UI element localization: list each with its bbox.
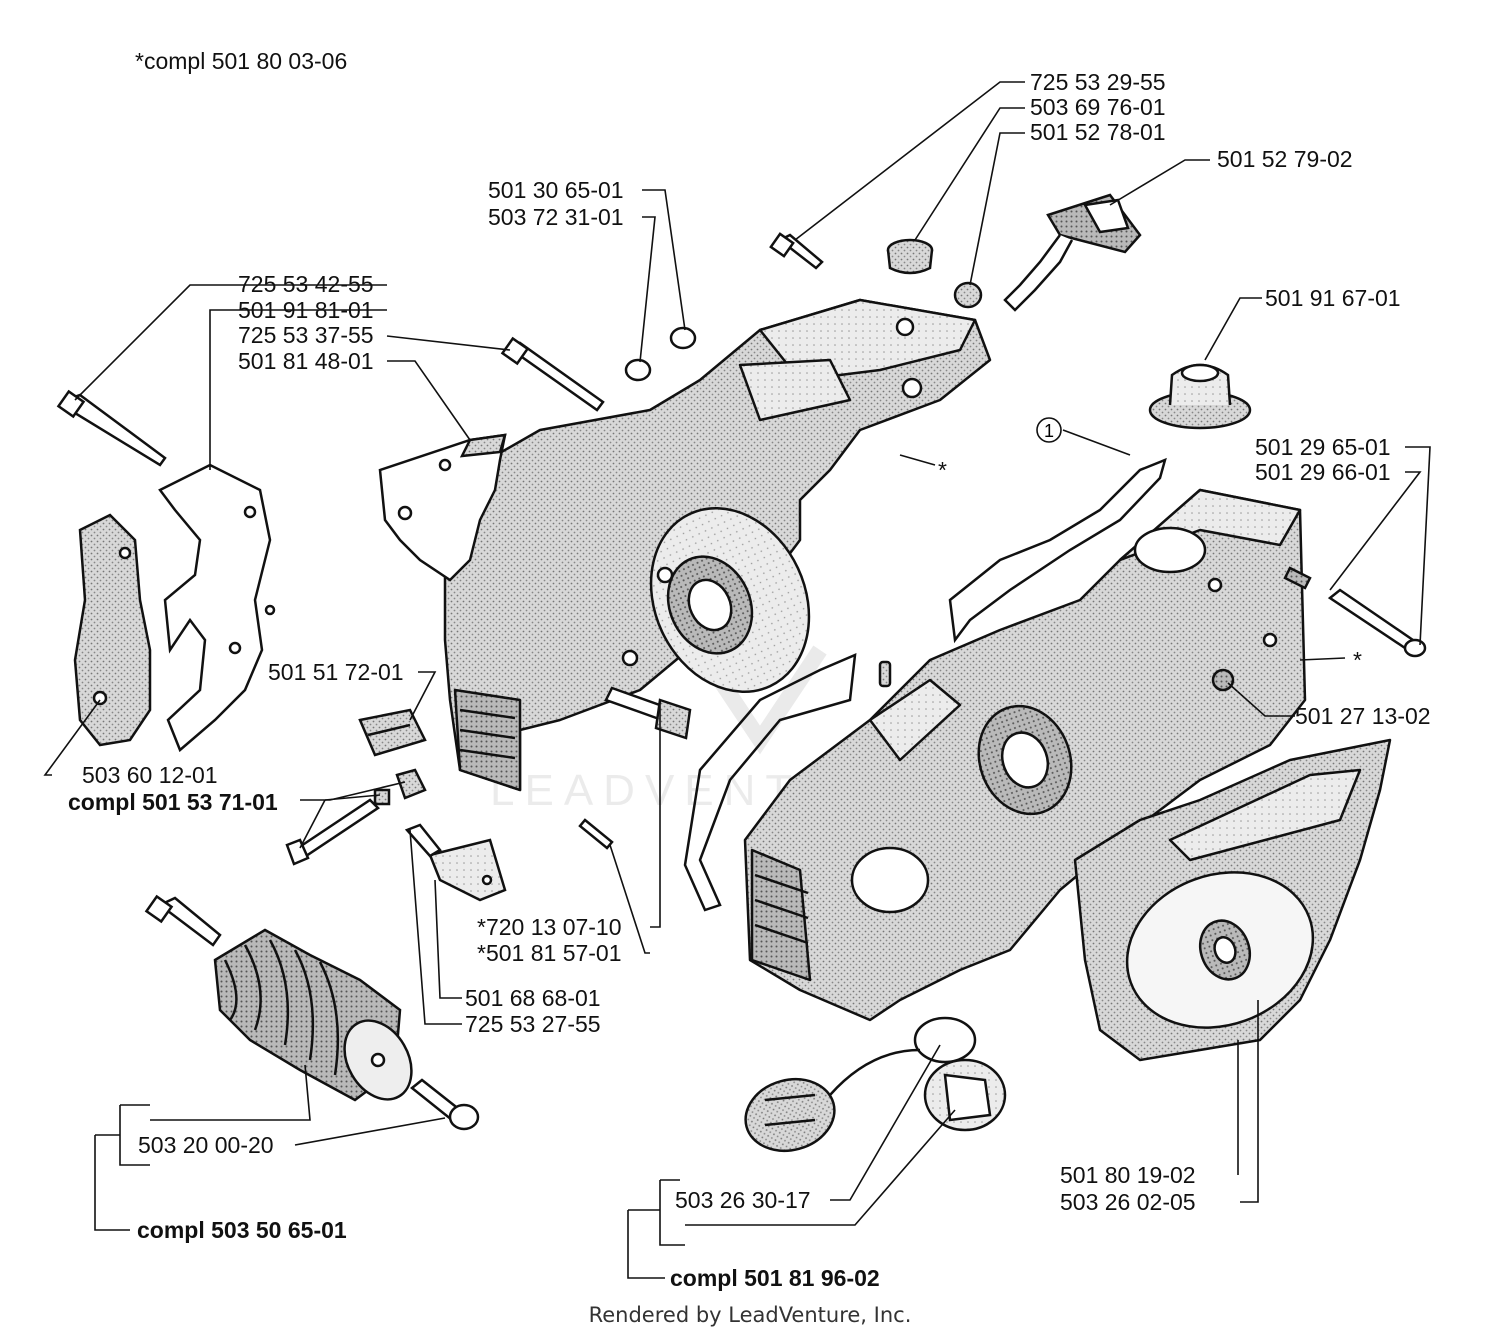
part-label-725-53-37-55: 725 53 37-55 bbox=[238, 322, 374, 348]
part-label-501-30-65-01: 501 30 65-01 bbox=[488, 177, 624, 203]
right-crankcase-housing bbox=[743, 488, 1307, 1022]
part-label-725-53-29-55: 725 53 29-55 bbox=[1030, 69, 1166, 95]
part-label-501-29-66-01: 501 29 66-01 bbox=[1255, 459, 1391, 485]
part-label-501-52-79-02: 501 52 79-02 bbox=[1217, 146, 1353, 172]
screw-725-53-42-55 bbox=[56, 389, 167, 467]
rubber-buffer-503-69-76-01 bbox=[886, 238, 934, 275]
part-label-503-69-76-01: 503 69 76-01 bbox=[1030, 94, 1166, 120]
chain-catcher-plate bbox=[158, 463, 276, 753]
part-label-compl-501-81-96-02: compl 501 81 96-02 bbox=[670, 1265, 880, 1291]
bar-plate-block bbox=[358, 708, 427, 757]
callout-circle bbox=[1036, 417, 1062, 443]
pin-small bbox=[878, 660, 892, 688]
asterisk-mark-left: * bbox=[938, 457, 947, 483]
part-label-501-52-78-01: 501 52 78-01 bbox=[1030, 119, 1166, 145]
part-label-501-80-19-02: 501 80 19-02 bbox=[1060, 1162, 1196, 1188]
fuel-cap-assembly bbox=[744, 1016, 1007, 1153]
part-label-501-51-72-01: 501 51 72-01 bbox=[268, 659, 404, 685]
callout-number: 1 bbox=[1044, 421, 1054, 441]
gasket-1 bbox=[948, 457, 1167, 644]
screw-725-53-29-55 bbox=[769, 232, 824, 270]
footer-credit: Rendered by LeadVenture, Inc. bbox=[588, 1303, 912, 1327]
chain-guide-plate bbox=[378, 433, 507, 582]
header-note: *compl 501 80 03-06 bbox=[135, 48, 348, 74]
part-label-501-91-67-01: 501 91 67-01 bbox=[1265, 285, 1401, 311]
part-label-725-53-42-55: 725 53 42-55 bbox=[238, 271, 374, 297]
bushing-501-30-65-01 bbox=[624, 326, 697, 382]
chain-tensioner bbox=[285, 768, 427, 866]
part-label-503-72-31-01: 503 72 31-01 bbox=[488, 204, 624, 230]
part-label-compl-503-50-65-01: compl 503 50 65-01 bbox=[137, 1217, 347, 1243]
part-label-501-68-68-01: 501 68 68-01 bbox=[465, 985, 601, 1011]
part-label-503-20-00-20: 503 20 00-20 bbox=[138, 1132, 274, 1158]
part-label-720-13-07-10: *720 13 07-10 bbox=[477, 914, 622, 940]
part-label-501-27-13-02: 501 27 13-02 bbox=[1295, 703, 1431, 729]
asterisk-mark-right: * bbox=[1353, 647, 1362, 673]
anti-vibration-spring bbox=[213, 928, 413, 1102]
part-label-501-81-57-01: *501 81 57-01 bbox=[477, 940, 622, 966]
nut-501-52-78-01 bbox=[953, 281, 983, 309]
leader-lines bbox=[43, 81, 1431, 1279]
part-label-503-60-12-01: 503 60 12-01 bbox=[82, 762, 218, 788]
part-label-503-26-02-05: 503 26 02-05 bbox=[1060, 1189, 1196, 1215]
part-label-501-91-81-01: 501 91 81-01 bbox=[238, 297, 374, 323]
gasket-front bbox=[683, 653, 857, 912]
handle-lever bbox=[1003, 193, 1142, 312]
seal-cap bbox=[1148, 363, 1252, 430]
spring-screw-top bbox=[144, 894, 222, 947]
part-label-compl-501-53-71-01: compl 501 53 71-01 bbox=[68, 789, 278, 815]
heat-shield bbox=[73, 513, 152, 747]
bracket-501-68-68-01 bbox=[404, 823, 507, 902]
left-crankcase-housing bbox=[443, 298, 992, 792]
part-label-501-29-65-01: 501 29 65-01 bbox=[1255, 434, 1391, 460]
spring-screw-bottom bbox=[409, 1078, 480, 1131]
part-label-503-26-30-17: 503 26 30-17 bbox=[675, 1187, 811, 1213]
adjusting-screw bbox=[578, 686, 692, 850]
part-label-501-81-48-01: 501 81 48-01 bbox=[238, 348, 374, 374]
part-label-725-53-27-55: 725 53 27-55 bbox=[465, 1011, 601, 1037]
flywheel-cover bbox=[1073, 738, 1392, 1062]
screw-725-53-37-55 bbox=[500, 336, 605, 412]
screw-right bbox=[1283, 566, 1427, 658]
